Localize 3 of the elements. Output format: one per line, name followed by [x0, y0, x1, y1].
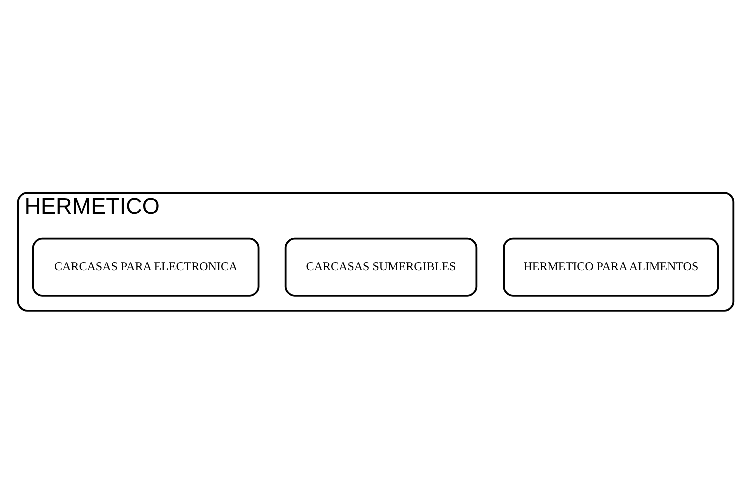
node-box: HERMETICO PARA ALIMENTOS	[503, 237, 720, 296]
node-box: CARCASAS SUMERGIBLES	[284, 237, 478, 296]
node-box: CARCASAS PARA ELECTRONICA	[32, 237, 260, 296]
